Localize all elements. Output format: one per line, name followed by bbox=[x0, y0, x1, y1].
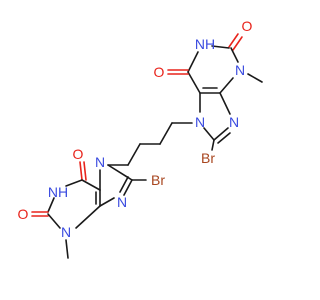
atom-nh-upper: NH bbox=[195, 36, 215, 52]
bond-c6-n1-lower bbox=[65, 179, 83, 187]
bond-n3-me-upper bbox=[247, 73, 263, 83]
bond-n9-c4-lower bbox=[99, 197, 115, 207]
atom-br-upper: Br bbox=[201, 150, 215, 166]
atom-n3-lower: N bbox=[61, 224, 71, 240]
atom-o-upper-c6: O bbox=[154, 64, 165, 80]
atom-br-lower: Br bbox=[151, 172, 165, 188]
bond-n3-me-lower bbox=[65, 239, 69, 259]
bond-link-2 bbox=[159, 122, 173, 145]
bond-c6-o-lower-a bbox=[79, 161, 83, 181]
bond-c2-o-upper-a bbox=[228, 33, 239, 48]
bond-c8-n9-upper bbox=[213, 127, 229, 141]
atom-n9-lower: N bbox=[117, 194, 127, 210]
bond-n1-c2-upper bbox=[211, 45, 230, 49]
bond-c8-n9-lower bbox=[123, 179, 133, 196]
bond-n7-c8-upper bbox=[203, 127, 215, 141]
structure-svg: O NH O N N N Br N O NH O N N Br bbox=[18, 18, 263, 259]
bond-c6-o-lower-b bbox=[83, 161, 87, 181]
bond-c8-n9-lower-2 bbox=[119, 176, 129, 193]
atom-o-upper-c2: O bbox=[242, 18, 253, 34]
molecule-diagram: O NH O N N N Br N O NH O N N Br bbox=[17, 18, 263, 259]
bond-n3-c4-upper bbox=[219, 77, 234, 94]
bond-c5-c6-upper bbox=[187, 71, 201, 94]
atom-o-lower-c6: O bbox=[73, 146, 84, 162]
bond-c2-o-upper-b bbox=[232, 36, 243, 51]
atom-n7-lower: N bbox=[95, 154, 105, 170]
bond-c5-c6-lower bbox=[81, 179, 101, 191]
bond-c2-n3-upper bbox=[230, 47, 239, 63]
atom-o-lower-c2: O bbox=[18, 206, 29, 222]
bond-c8-n9-upper-2 bbox=[217, 132, 231, 144]
bond-c4-n9-upper bbox=[219, 92, 231, 115]
bond-c8-br-upper bbox=[211, 139, 215, 151]
bond-n3-c4-lower bbox=[75, 205, 101, 229]
atom-n3-upper: N bbox=[235, 62, 245, 78]
atom-nh-lower: NH bbox=[48, 184, 68, 200]
bond-link-4 bbox=[127, 143, 141, 166]
bond-n1-c2-lower bbox=[47, 197, 55, 213]
atom-n7-upper: N bbox=[195, 114, 205, 130]
bond-c2-n3-lower bbox=[47, 213, 61, 229]
bond-c6-n1-upper bbox=[187, 51, 199, 73]
atom-n9-upper: N bbox=[229, 114, 239, 130]
